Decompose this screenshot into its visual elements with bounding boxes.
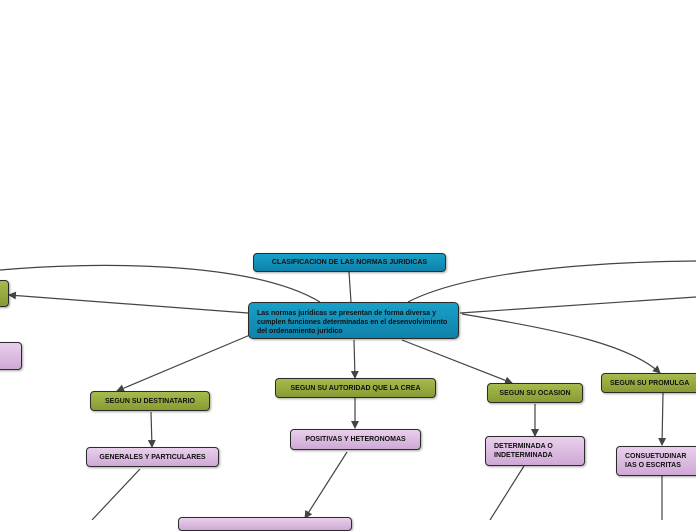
link-generales-below: [91, 468, 141, 520]
branch-autoridad[interactable]: SEGUN SU AUTORIDAD QUE LA CREA: [275, 378, 436, 398]
branch-autoridad-label: SEGUN SU AUTORIDAD QUE LA CREA: [290, 384, 421, 392]
link-central-destinatario: [116, 334, 251, 392]
central-topic-node[interactable]: Las normas jurídicas se presentan de for…: [248, 302, 459, 339]
link-central-ocasion: [401, 339, 513, 385]
leaf-determinada-indeterminada-label: DETERMINADA O INDETERMINADA: [494, 443, 553, 459]
leaf-generales-particulares-label: GENERALES Y PARTICULARES: [99, 453, 206, 461]
link-positivas-below: [304, 451, 348, 519]
map-title-text: CLASIFICACION DE LAS NORMAS JURIDICAS: [271, 259, 428, 266]
branch-ocasion[interactable]: SEGUN SU OCASION: [487, 383, 583, 403]
link-central-left-green: [8, 291, 249, 314]
link-central-right-mid: [459, 296, 696, 314]
branch-promulga-label: SEGUN SU PROMULGA: [610, 379, 690, 387]
offscreen-leaf-bottom[interactable]: [178, 517, 352, 531]
branch-promulga[interactable]: SEGUN SU PROMULGA: [601, 373, 696, 393]
leaf-positivas-heteronomas[interactable]: POSITIVAS Y HETERONOMAS: [290, 429, 421, 450]
leaf-positivas-heteronomas-label: POSITIVAS Y HETERONOMAS: [305, 436, 406, 443]
link-central-autoridad: [350, 339, 359, 379]
leaf-determinada-indeterminada[interactable]: DETERMINADA O INDETERMINADA: [485, 436, 585, 466]
link-promulga-consuetudinaria: [658, 392, 667, 446]
map-title-node[interactable]: CLASIFICACION DE LAS NORMAS JURIDICAS: [253, 253, 446, 272]
connector-lines: [0, 260, 696, 520]
branch-ocasion-label: SEGUN SU OCASION: [499, 389, 571, 397]
link-determinada-below: [489, 465, 525, 520]
leaf-consuetudinarias-escritas[interactable]: CONSUETUDINAR IAS O ESCRITAS: [616, 446, 696, 476]
central-topic-text: Las normas jurídicas se presentan de for…: [257, 310, 448, 335]
link-central-promulga: [461, 313, 661, 374]
offscreen-leaf-left[interactable]: [0, 342, 22, 370]
leaf-consuetudinarias-escritas-label: CONSUETUDINAR IAS O ESCRITAS: [625, 453, 687, 469]
link-destinatario-generales: [147, 411, 156, 448]
offscreen-branch-left[interactable]: [0, 280, 9, 307]
branch-destinatario-label: SEGUN SU DESTINATARIO: [105, 397, 195, 405]
link-central-right-top: [407, 260, 696, 303]
branch-destinatario[interactable]: SEGUN SU DESTINATARIO: [90, 391, 210, 411]
link-title-central: [348, 271, 352, 303]
leaf-generales-particulares[interactable]: GENERALES Y PARTICULARES: [86, 447, 219, 467]
link-central-left-top: [0, 264, 321, 303]
